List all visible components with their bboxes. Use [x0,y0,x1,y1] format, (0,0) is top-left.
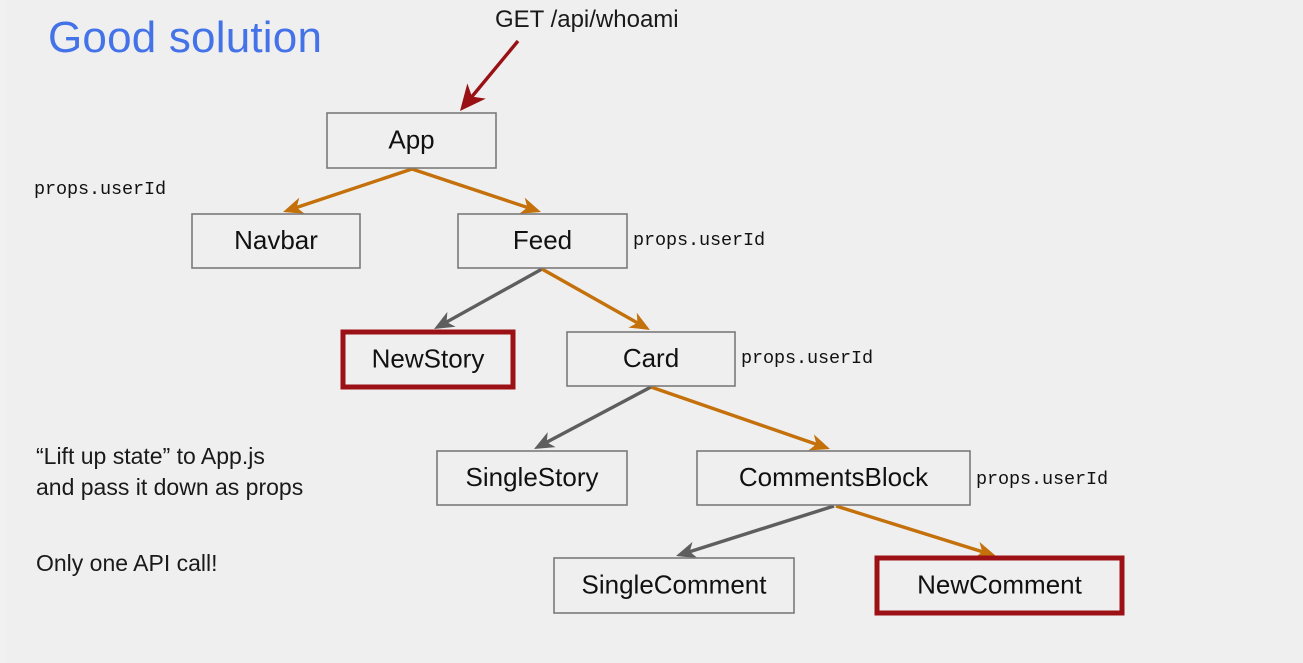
note-one-api-call-note: Only one API call! [36,550,218,576]
edge-card-to-commentsblock-line [650,385,819,447]
component-node-box-newstory [340,329,516,390]
component-node-box-singlecomment [553,557,795,614]
component-node-label-singlecomment: SingleComment [582,569,768,599]
edges-layer [283,167,996,559]
component-node-label-singlestory: SingleStory [466,462,599,492]
edge-feed-to-newstory-head-icon [434,311,456,329]
component-node-app[interactable]: App [326,112,497,169]
component-node-singlecomment[interactable]: SingleComment [553,557,795,614]
edge-feed-to-card [541,267,650,330]
component-node-box-card [566,331,736,387]
edge-commentsblock-to-singlecomment-head-icon [676,541,698,559]
component-node-newstory[interactable]: NewStory [340,329,516,390]
api-request-arrow-line [469,39,520,100]
component-node-newcomment[interactable]: NewComment [874,555,1125,616]
component-node-box-feed [457,213,628,269]
edge-app-to-feed-line [411,167,530,210]
api-request-arrow-layer [460,39,520,111]
edge-feed-to-newstory [434,267,543,329]
component-node-label-newstory: NewStory [372,343,485,373]
edge-card-to-singlestory-head-icon [534,432,556,449]
edge-app-to-navbar-head-icon [283,197,305,214]
component-node-label-app: App [388,124,434,154]
callout-api-call: GET /api/whoami [495,6,679,33]
edge-app-to-navbar [283,167,413,214]
edge-commentsblock-to-singlecomment [676,504,835,559]
component-node-box-app [326,112,497,169]
edge-commentsblock-to-singlecomment-line [687,504,835,554]
edge-feed-to-card-line [541,267,640,326]
edge-app-to-feed [411,167,541,214]
slide-left-edge-strip [0,0,6,663]
edge-card-to-commentsblock [650,385,830,451]
component-node-singlestory[interactable]: SingleStory [436,450,628,506]
component-node-box-commentsblock [696,450,971,506]
prop-label-props-userid-card: props.userId [741,348,874,369]
api-request-arrow [460,39,520,111]
component-node-label-card: Card [623,343,679,373]
component-node-box-navbar [191,213,361,269]
edge-commentsblock-to-newcomment [835,504,996,559]
component-node-label-commentsblock: CommentsBlock [739,462,929,492]
edge-card-to-commentsblock-head-icon [808,434,830,451]
component-node-feed[interactable]: Feed [457,213,628,269]
prop-label-props-userid-feed: props.userId [633,230,766,251]
component-node-box-singlestory [436,450,628,506]
component-node-box-newcomment [874,555,1125,616]
component-node-navbar[interactable]: Navbar [191,213,361,269]
page-title: Good solution [48,13,323,62]
note-lift-state-note: “Lift up state” to App.js and pass it do… [36,443,304,500]
prop-label-props-userid-navbar: props.userId [34,179,167,200]
edge-app-to-feed-head-icon [519,197,541,214]
edge-app-to-navbar-line [294,167,413,210]
prop-label-props-userid-commentsblock: props.userId [976,469,1109,490]
edge-feed-to-newstory-line [444,267,543,325]
component-node-card[interactable]: Card [566,331,736,387]
edge-card-to-singlestory [534,385,652,449]
edge-commentsblock-to-newcomment-line [835,504,985,554]
edge-commentsblock-to-newcomment-head-icon [974,541,996,559]
component-node-commentsblock[interactable]: CommentsBlock [696,450,971,506]
api-request-arrow-head-icon [460,83,486,111]
component-node-label-newcomment: NewComment [917,569,1082,599]
component-node-label-navbar: Navbar [234,225,318,255]
component-node-label-feed: Feed [513,225,572,255]
edge-card-to-singlestory-line [544,385,652,445]
edge-feed-to-card-head-icon [628,312,650,330]
